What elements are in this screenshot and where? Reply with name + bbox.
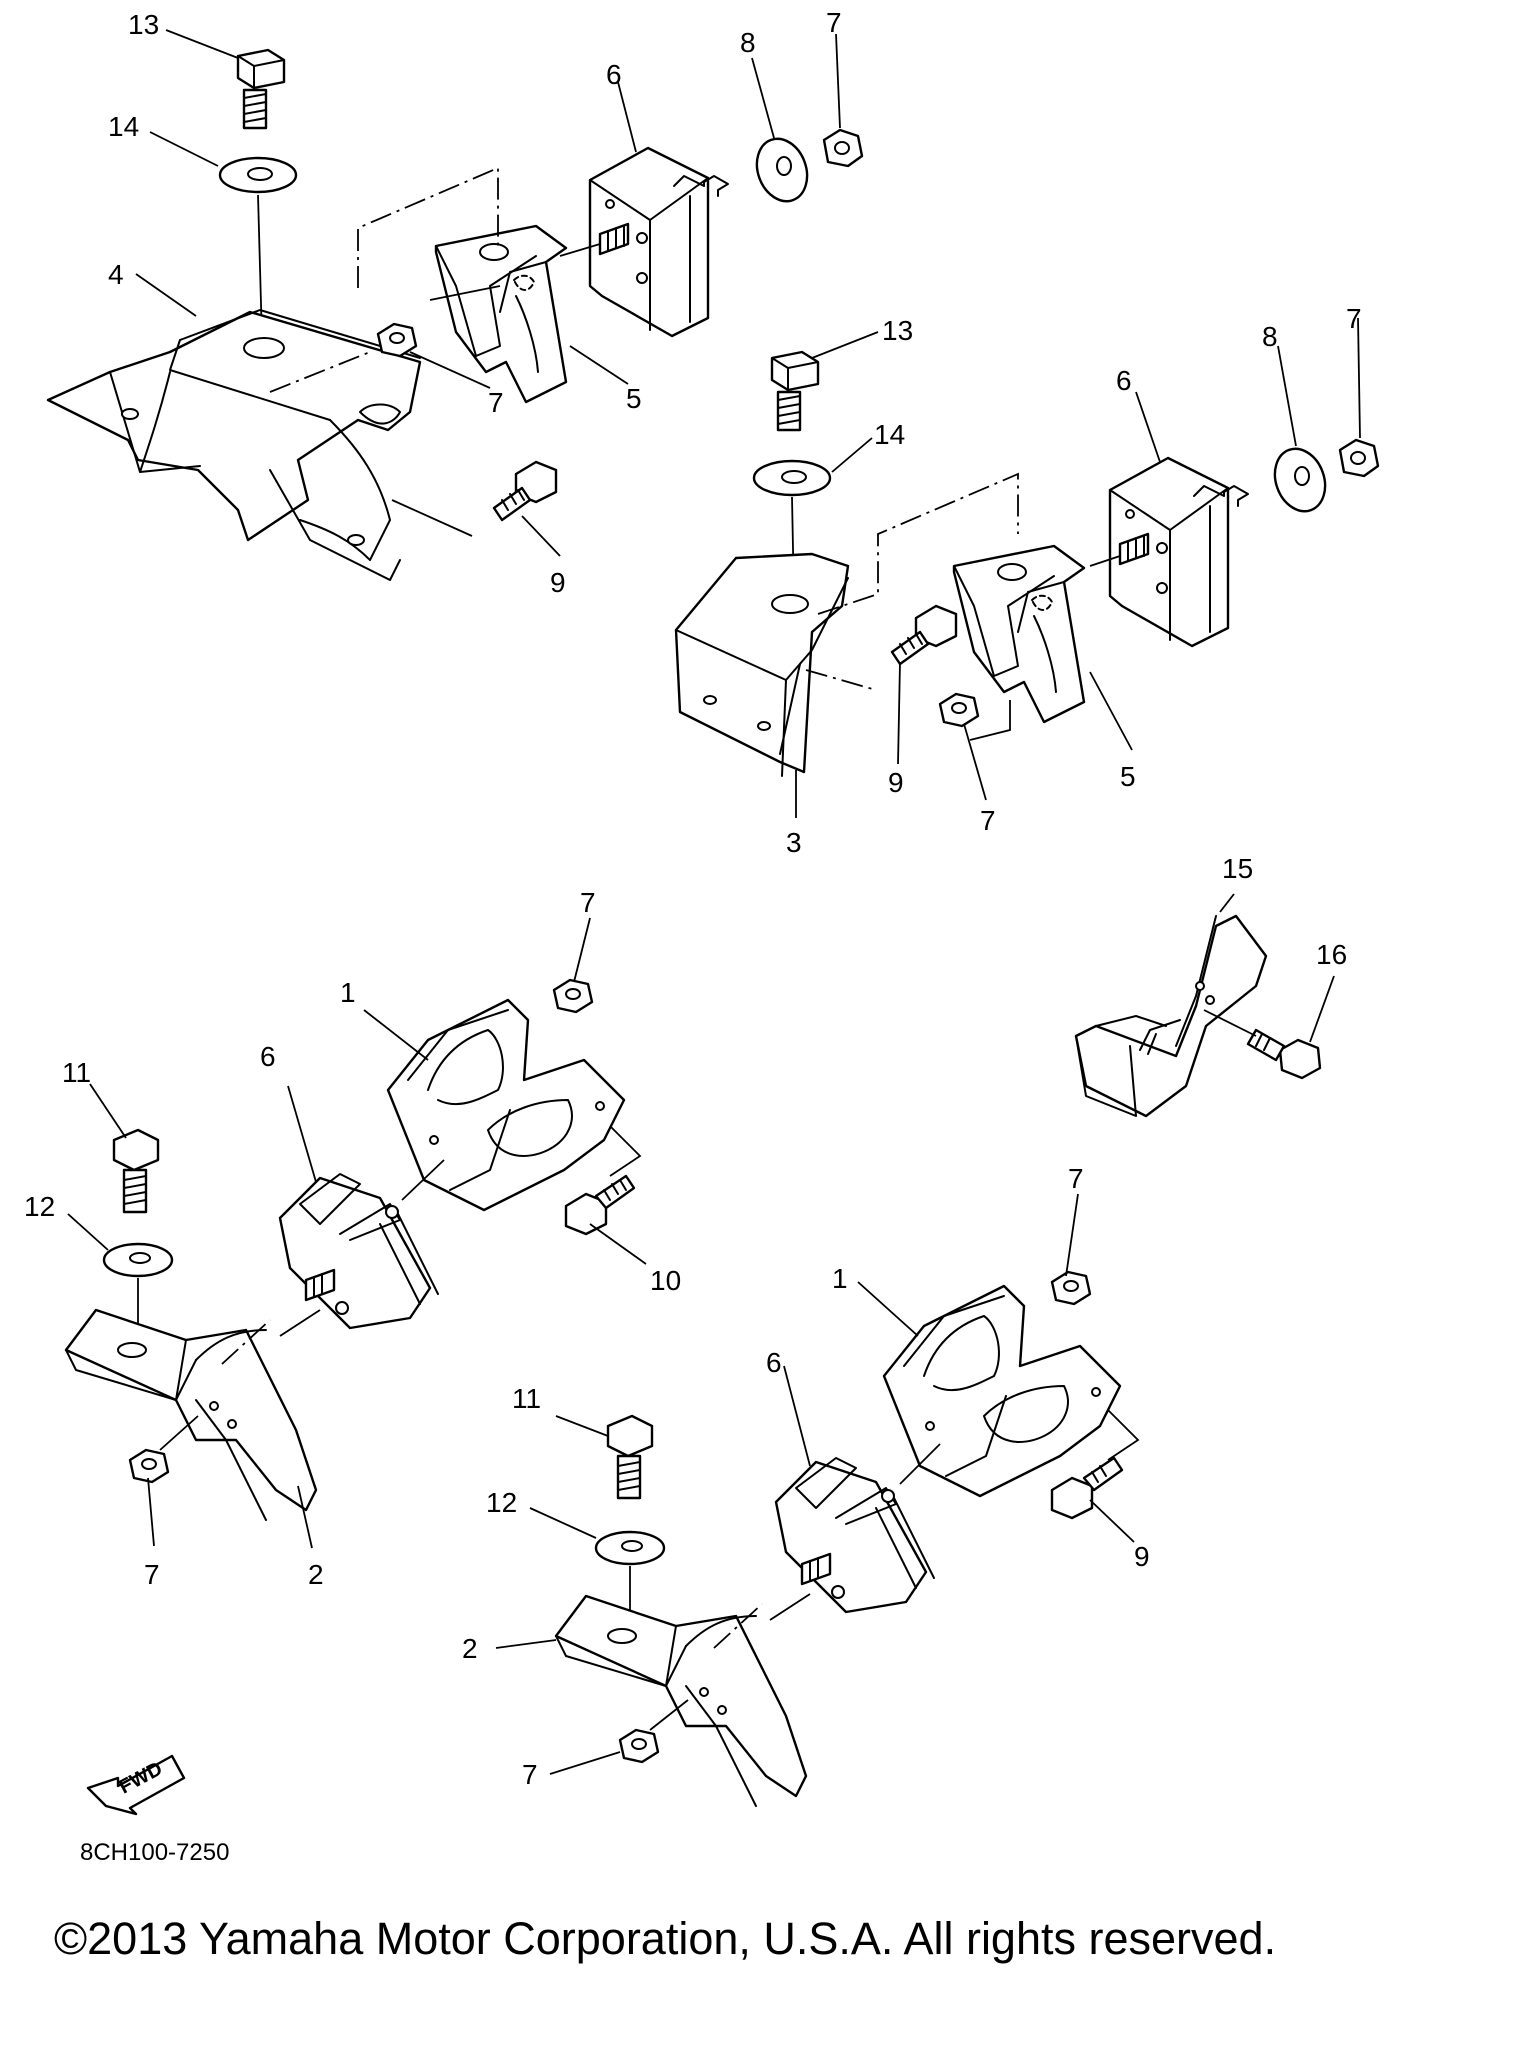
callout-15: 15 xyxy=(1222,853,1253,884)
copyright-notice: ©2013 Yamaha Motor Corporation, U.S.A. A… xyxy=(54,1913,1276,1964)
bolt-10 xyxy=(564,1174,636,1236)
bolt-11-b xyxy=(606,1414,654,1500)
callout-9: 9 xyxy=(888,767,904,798)
assembly-group-top-left xyxy=(46,48,864,581)
damper-6-c xyxy=(278,1173,439,1330)
bracket-1-b xyxy=(882,1284,1122,1498)
assembly-group-right-middle xyxy=(1074,914,1322,1118)
callout-9: 9 xyxy=(550,567,566,598)
callout-5: 5 xyxy=(626,383,642,414)
fwd-arrow-icon: FWD xyxy=(86,1754,186,1816)
callout-7: 7 xyxy=(826,7,842,38)
callout-2: 2 xyxy=(462,1633,478,1664)
callout-labels: 13 14 4 6 8 7 7 5 9 13 14 6 8 7 9 7 5 3 … xyxy=(24,7,1362,1790)
callout-6: 6 xyxy=(1116,365,1132,396)
damper-stud-a xyxy=(598,222,630,256)
nut-7-b xyxy=(822,128,864,168)
bracket-2-b xyxy=(554,1594,808,1807)
washer-12-b xyxy=(594,1530,666,1566)
callout-1: 1 xyxy=(832,1263,848,1294)
damper-6-a xyxy=(588,146,729,338)
callout-11: 11 xyxy=(512,1383,541,1414)
callout-13: 13 xyxy=(128,9,159,40)
assembly-group-top-right xyxy=(674,350,1380,777)
callout-11: 11 xyxy=(62,1057,91,1088)
nut-7-f xyxy=(128,1448,170,1484)
washer-8-a xyxy=(755,137,809,203)
callout-4: 4 xyxy=(108,259,124,290)
callout-6: 6 xyxy=(260,1041,276,1072)
bracket-1-a xyxy=(386,998,626,1212)
bolt-9-c xyxy=(1050,1456,1124,1520)
bolt-9-b xyxy=(890,604,958,666)
callout-12: 12 xyxy=(24,1191,55,1222)
callout-6: 6 xyxy=(606,59,622,90)
damper-6-b xyxy=(1108,456,1249,648)
bolt-11-a xyxy=(112,1128,160,1214)
callout-7: 7 xyxy=(580,887,596,918)
bracket-5-upper xyxy=(434,224,568,404)
callout-7: 7 xyxy=(980,805,996,836)
callout-leaders xyxy=(67,29,1361,1775)
bolt-9-a xyxy=(492,460,558,522)
nut-7-a xyxy=(376,322,418,358)
damper-stud-d xyxy=(800,1552,845,1599)
bracket-3 xyxy=(674,552,850,777)
callout-9: 9 xyxy=(1134,1541,1150,1572)
nut-7-h xyxy=(618,1728,660,1764)
washer-14-upper xyxy=(218,156,298,194)
nut-7-e xyxy=(552,978,594,1014)
damper-stud-c xyxy=(304,1268,349,1315)
callout-14: 14 xyxy=(874,419,905,450)
washer-14-lower xyxy=(752,459,832,497)
washer-12-a xyxy=(102,1242,174,1278)
callout-7: 7 xyxy=(522,1759,538,1790)
bracket-15 xyxy=(1074,914,1268,1118)
callout-1: 1 xyxy=(340,977,356,1008)
callout-13: 13 xyxy=(882,315,913,346)
callout-7: 7 xyxy=(144,1559,160,1590)
callout-16: 16 xyxy=(1316,939,1347,970)
bolt-13-lower xyxy=(770,350,820,432)
callout-7: 7 xyxy=(1346,303,1362,334)
callout-6: 6 xyxy=(766,1347,782,1378)
callout-8: 8 xyxy=(1262,321,1278,352)
diagram-code: 8CH100-7250 xyxy=(80,1839,229,1866)
bolt-16 xyxy=(1246,1028,1322,1080)
callout-8: 8 xyxy=(740,27,756,58)
damper-6-d xyxy=(774,1457,935,1614)
assembly-group-bottom-right xyxy=(554,1270,1140,1807)
bracket-5-lower xyxy=(952,544,1086,724)
nut-7-g xyxy=(1050,1270,1092,1306)
callout-2: 2 xyxy=(308,1559,324,1590)
callout-12: 12 xyxy=(486,1487,517,1518)
bracket-2-a xyxy=(64,1308,318,1521)
bolt-13-upper xyxy=(236,48,286,130)
bracket-4 xyxy=(46,309,422,581)
callout-3: 3 xyxy=(786,827,802,858)
nut-7-c xyxy=(1338,438,1380,478)
assembly-group-bottom-left xyxy=(64,978,642,1521)
callout-7: 7 xyxy=(1068,1163,1084,1194)
callout-10: 10 xyxy=(650,1265,681,1296)
nut-7-d xyxy=(938,692,980,728)
washer-8-b xyxy=(1273,447,1327,513)
callout-7: 7 xyxy=(488,387,504,418)
callout-14: 14 xyxy=(108,111,139,142)
callout-5: 5 xyxy=(1120,761,1136,792)
damper-stud-b xyxy=(1118,532,1150,566)
